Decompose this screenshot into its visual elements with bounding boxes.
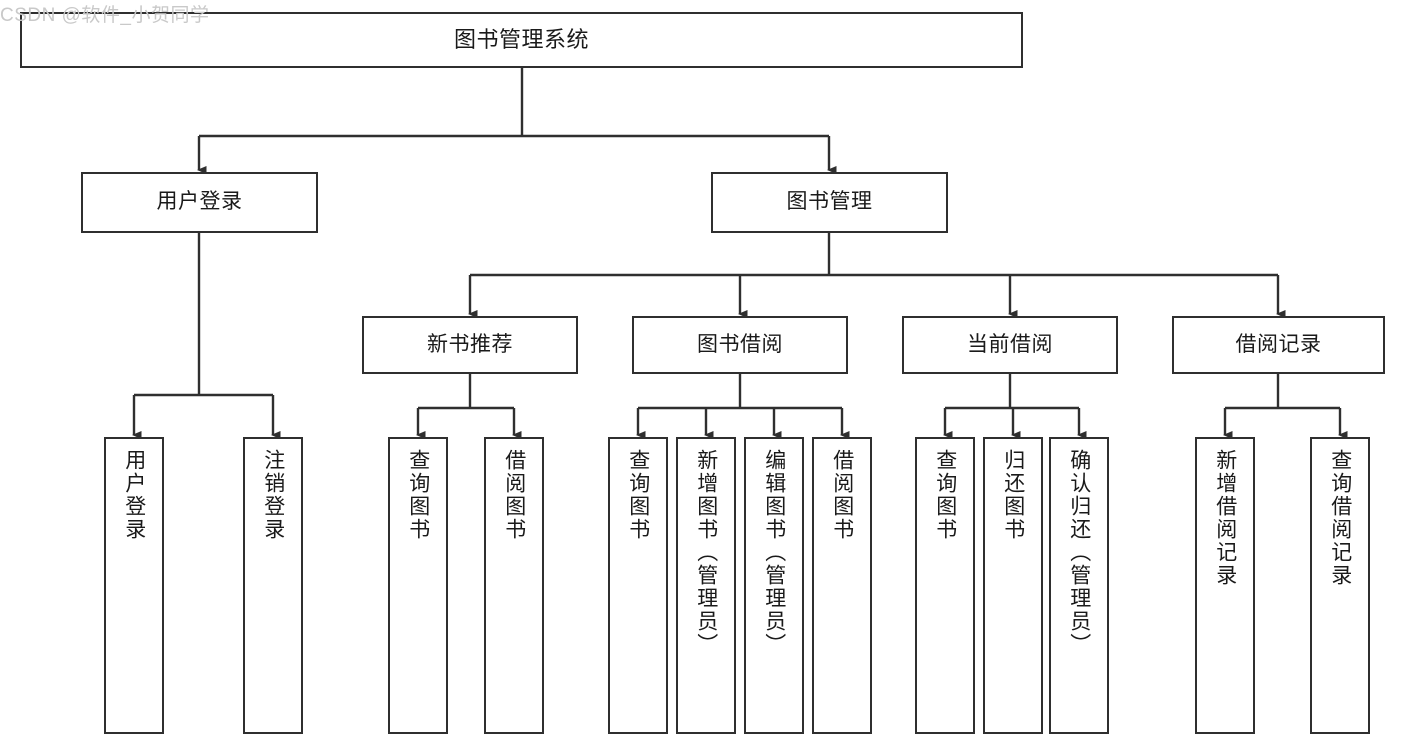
node-leaf-edit-book[interactable]: 编辑图书（管理员） (744, 437, 804, 734)
node-leaf-query-book-rec[interactable]: 查询图书 (388, 437, 448, 734)
node-new-book-recommend[interactable]: 新书推荐 (362, 316, 578, 374)
node-label: 图书管理系统 (453, 27, 589, 53)
node-label: 注销登录 (261, 449, 285, 541)
node-label: 查询图书 (626, 449, 650, 541)
node-label: 查询借阅记录 (1328, 449, 1352, 587)
node-label: 图书借阅 (697, 332, 783, 356)
node-book-borrow[interactable]: 图书借阅 (632, 316, 848, 374)
node-borrow-record[interactable]: 借阅记录 (1172, 316, 1385, 374)
node-root[interactable]: 图书管理系统 (20, 12, 1023, 68)
node-leaf-add-book[interactable]: 新增图书（管理员） (676, 437, 736, 734)
node-label: 新增图书（管理员） (694, 449, 718, 656)
node-leaf-borrow-book-rec[interactable]: 借阅图书 (484, 437, 544, 734)
node-leaf-query-book-borrow[interactable]: 查询图书 (608, 437, 668, 734)
node-leaf-return-book[interactable]: 归还图书 (983, 437, 1043, 734)
node-label: 编辑图书（管理员） (762, 449, 786, 656)
node-current-borrow[interactable]: 当前借阅 (902, 316, 1118, 374)
node-label: 借阅图书 (830, 449, 854, 541)
node-label: 查询图书 (406, 449, 430, 541)
node-label: 确认归还（管理员） (1067, 449, 1091, 656)
node-user-login[interactable]: 用户登录 (81, 172, 318, 233)
node-label: 归还图书 (1001, 449, 1025, 541)
csdn-watermark: CSDN @软件_小贺同学 (0, 5, 210, 26)
node-label: 用户登录 (122, 449, 146, 541)
node-book-manage[interactable]: 图书管理 (711, 172, 948, 233)
node-label: 新书推荐 (427, 332, 513, 356)
node-label: 借阅图书 (502, 449, 526, 541)
node-leaf-query-book-current[interactable]: 查询图书 (915, 437, 975, 734)
node-label: 新增借阅记录 (1213, 449, 1237, 587)
node-label: 当前借阅 (967, 332, 1053, 356)
node-label: 借阅记录 (1235, 332, 1322, 356)
node-label: 查询图书 (933, 449, 957, 541)
node-leaf-add-record[interactable]: 新增借阅记录 (1195, 437, 1255, 734)
node-leaf-logout[interactable]: 注销登录 (243, 437, 303, 734)
node-label: 用户登录 (156, 190, 243, 214)
node-leaf-confirm-return[interactable]: 确认归还（管理员） (1049, 437, 1109, 734)
node-leaf-user-login[interactable]: 用户登录 (104, 437, 164, 734)
node-leaf-borrow-book[interactable]: 借阅图书 (812, 437, 872, 734)
node-label: 图书管理 (786, 190, 873, 214)
node-leaf-query-record[interactable]: 查询借阅记录 (1310, 437, 1370, 734)
